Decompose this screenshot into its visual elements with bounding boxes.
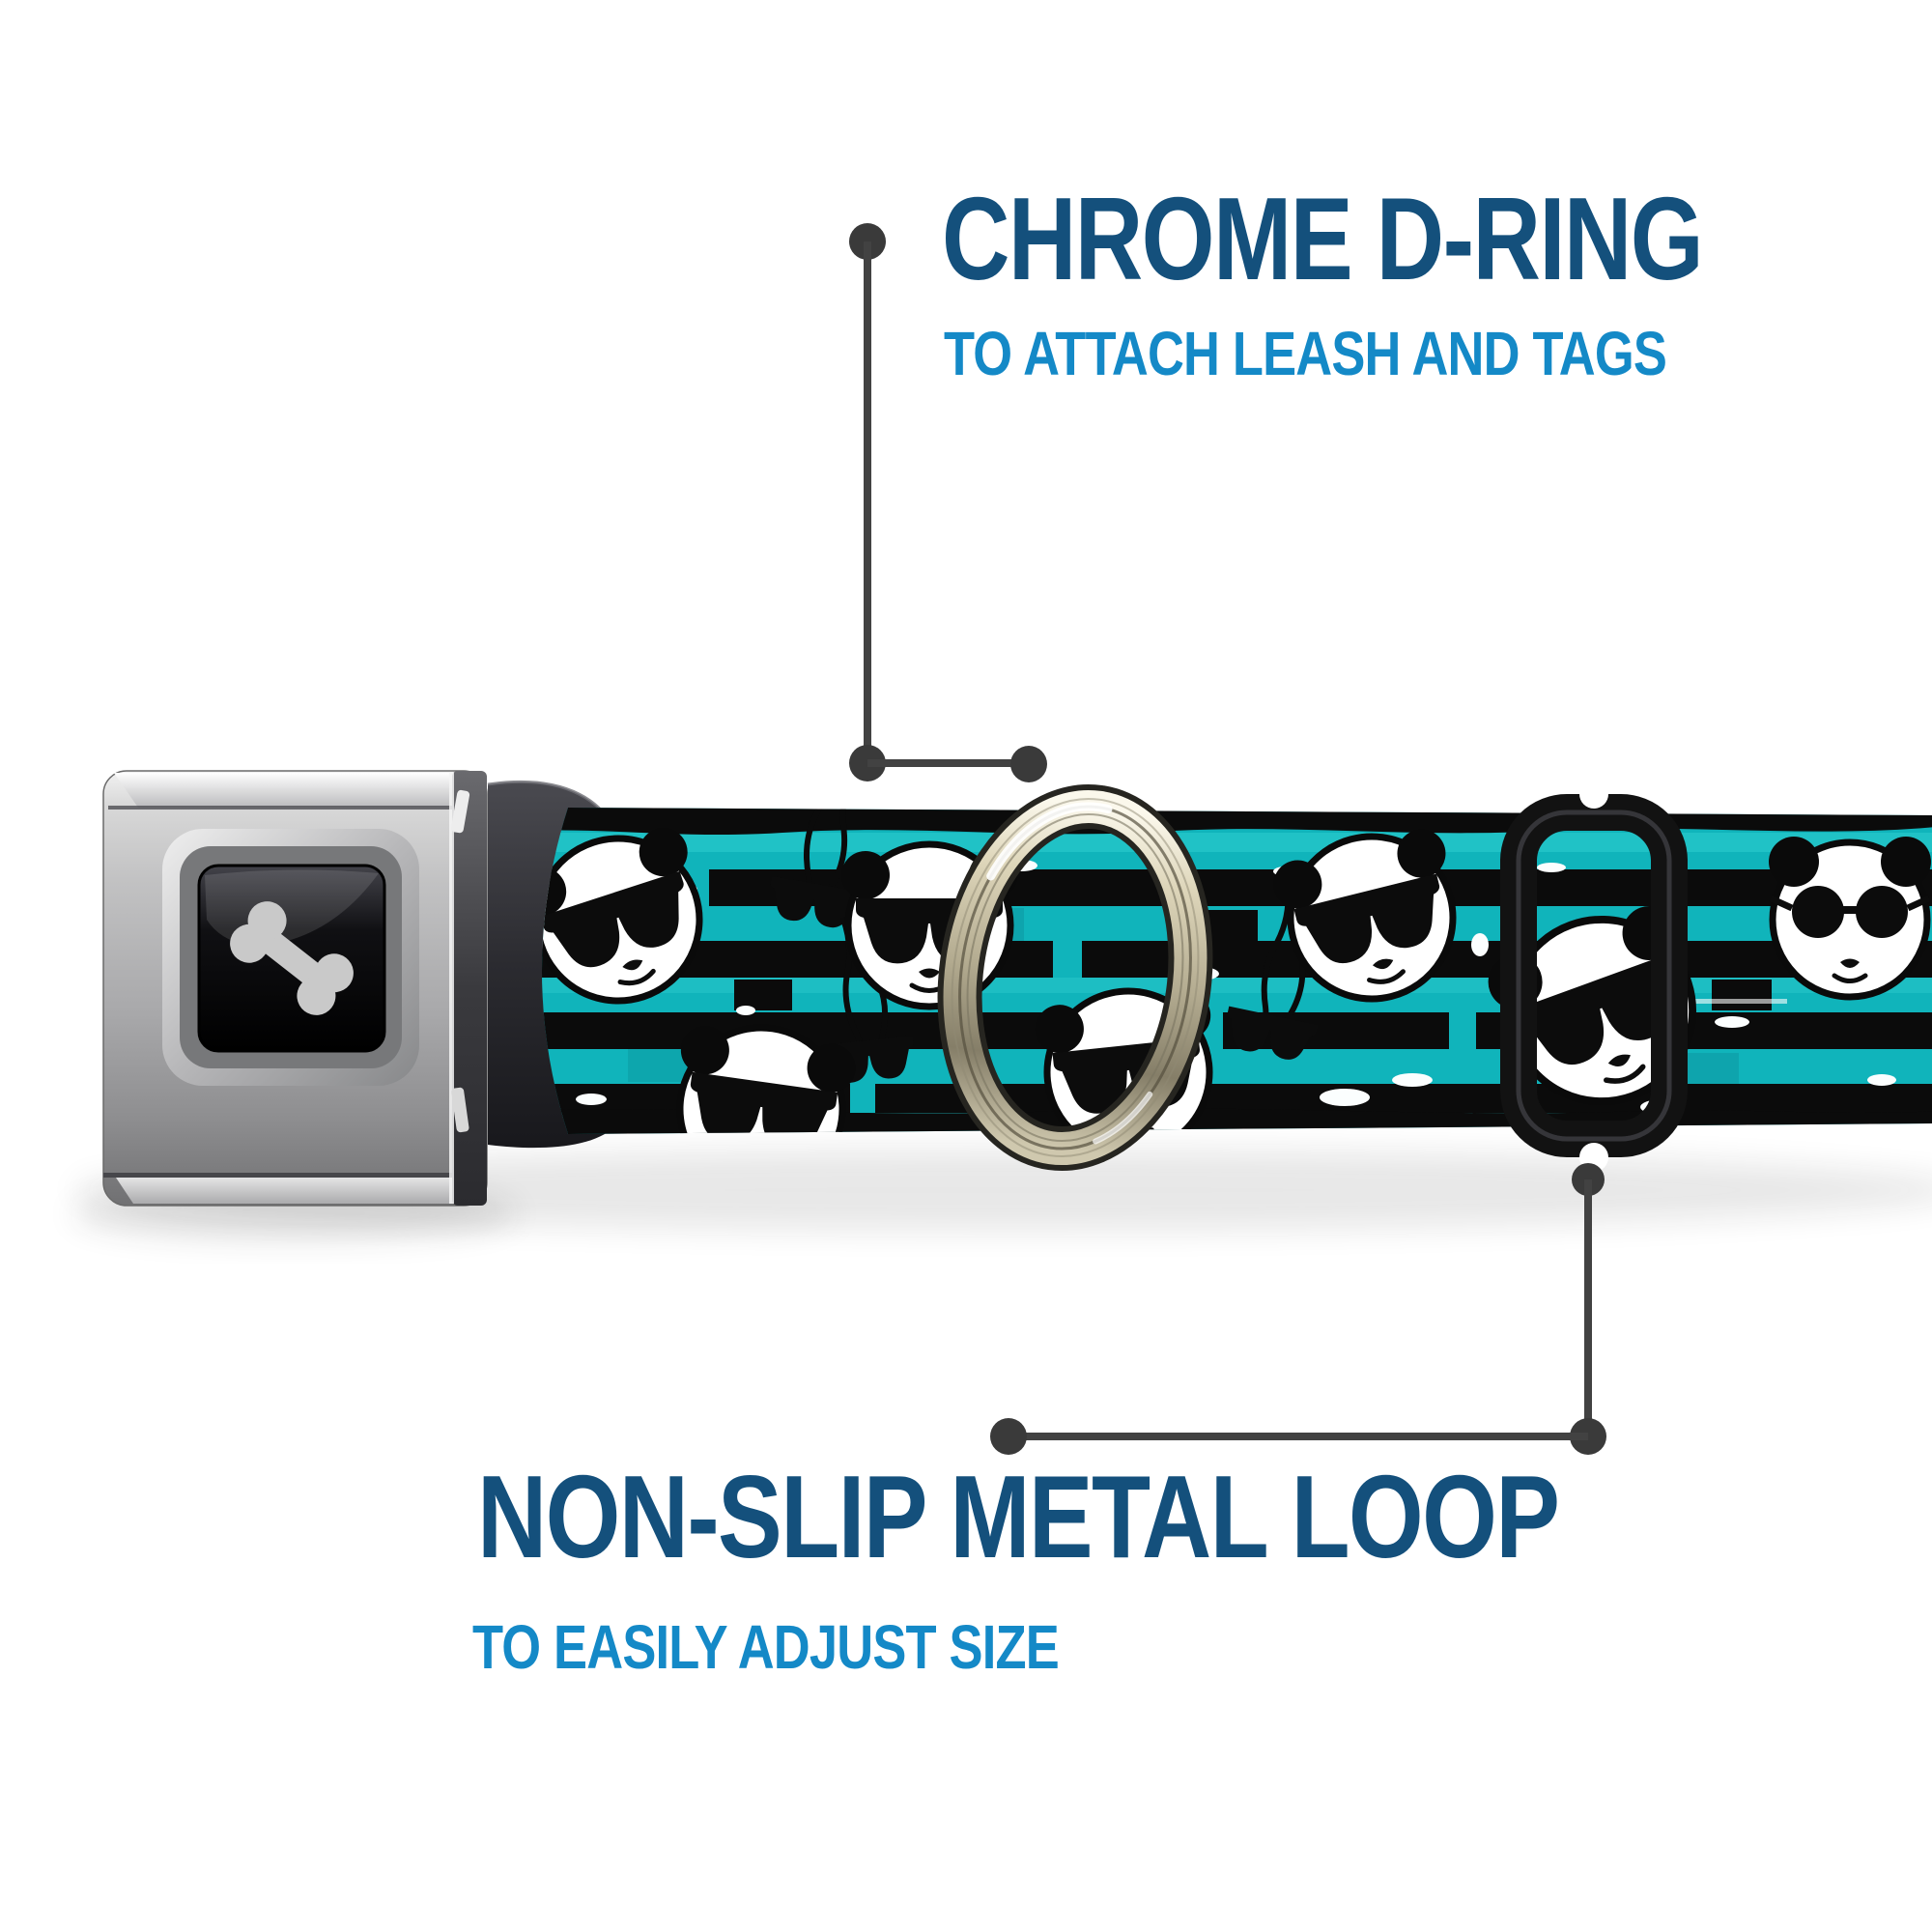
- loop-title: NON-SLIP METAL LOOP: [477, 1451, 1560, 1582]
- belt-strap: [542, 808, 1932, 1134]
- callout-line: [867, 759, 1030, 767]
- dog-bone-icon: [230, 901, 354, 1015]
- callout-line: [864, 242, 871, 763]
- panda-face-icon: [1769, 837, 1931, 997]
- dring-title: CHROME D-RING: [942, 173, 1704, 304]
- dring-subtitle: TO ATTACH LEASH AND TAGS: [944, 319, 1667, 388]
- callout-line: [1009, 1433, 1588, 1440]
- belt-shadow: [72, 1150, 1932, 1231]
- d-ring: [937, 783, 1213, 1172]
- callout-dot: [1010, 746, 1047, 782]
- buckle: [102, 770, 488, 1207]
- callout-dot: [990, 1418, 1027, 1455]
- triglide-adjuster: [1500, 780, 1688, 1172]
- loop-subtitle: TO EASILY ADJUST SIZE: [472, 1612, 1060, 1682]
- callout-line: [1584, 1179, 1592, 1436]
